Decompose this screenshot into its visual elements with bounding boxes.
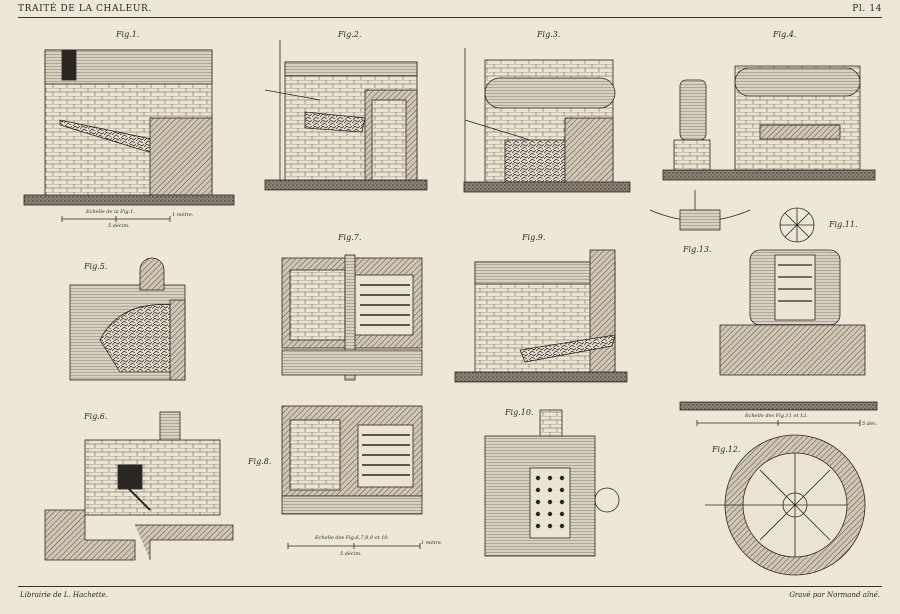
fig1-label: Fig.1. bbox=[116, 30, 140, 39]
scale3-caption: Echelle des Fig.11 et 12. bbox=[745, 413, 809, 419]
scale2-unit: 1 mètre. bbox=[421, 540, 443, 546]
engraver-credit: Gravé par Normand aîné. bbox=[789, 591, 880, 599]
publisher-credit: Librairie de L. Hachette. bbox=[20, 591, 108, 599]
fig9-label: Fig.9. bbox=[522, 233, 546, 242]
top-rule bbox=[18, 17, 882, 18]
fig10-drawing bbox=[484, 409, 620, 557]
scale2-caption: Echelle des Fig.6,7,8,9 et 10. bbox=[315, 535, 390, 541]
fig4-drawing bbox=[662, 65, 876, 181]
plate-title: TRAITÉ DE LA CHALEUR. bbox=[18, 4, 152, 14]
fig2-label: Fig.2. bbox=[338, 30, 362, 39]
fig10-label: Fig.10. bbox=[505, 408, 534, 417]
fig6-label: Fig.6. bbox=[84, 412, 108, 421]
fig12-label: Fig.12. bbox=[712, 445, 741, 454]
fig11-drawing bbox=[679, 207, 878, 411]
fig8-drawing bbox=[281, 405, 423, 515]
scale1-decim: 5 décim. bbox=[108, 223, 130, 229]
fig9-drawing bbox=[454, 249, 628, 383]
fig7-label: Fig.7. bbox=[338, 233, 362, 242]
fig12-drawing bbox=[705, 434, 866, 576]
fig7-drawing bbox=[281, 254, 423, 381]
plate-number: Pl. 14 bbox=[852, 4, 882, 14]
fig8-label: Fig.8. bbox=[248, 457, 272, 466]
fig1-drawing bbox=[23, 49, 235, 206]
fig11-label: Fig.11. bbox=[829, 220, 858, 229]
scale2-decim: 5 décim. bbox=[340, 551, 362, 557]
scale1-unit: 1 mètre. bbox=[172, 212, 194, 218]
fig13-label: Fig.13. bbox=[683, 245, 712, 254]
fig6-drawing bbox=[44, 411, 234, 561]
fig13-drawing bbox=[649, 190, 751, 231]
fig2-drawing bbox=[264, 40, 428, 191]
scale3-decim: 5 déc. bbox=[862, 421, 878, 427]
scale1-caption: Echelle de la Fig.1. bbox=[86, 209, 135, 215]
bottom-rule bbox=[18, 586, 882, 587]
fig3-label: Fig.3. bbox=[537, 30, 561, 39]
scale-bars bbox=[61, 216, 861, 549]
fig4-label: Fig.4. bbox=[773, 30, 797, 39]
fig5-label: Fig.5. bbox=[84, 262, 108, 271]
fig3-drawing bbox=[463, 48, 631, 193]
fig5-drawing bbox=[69, 257, 186, 381]
